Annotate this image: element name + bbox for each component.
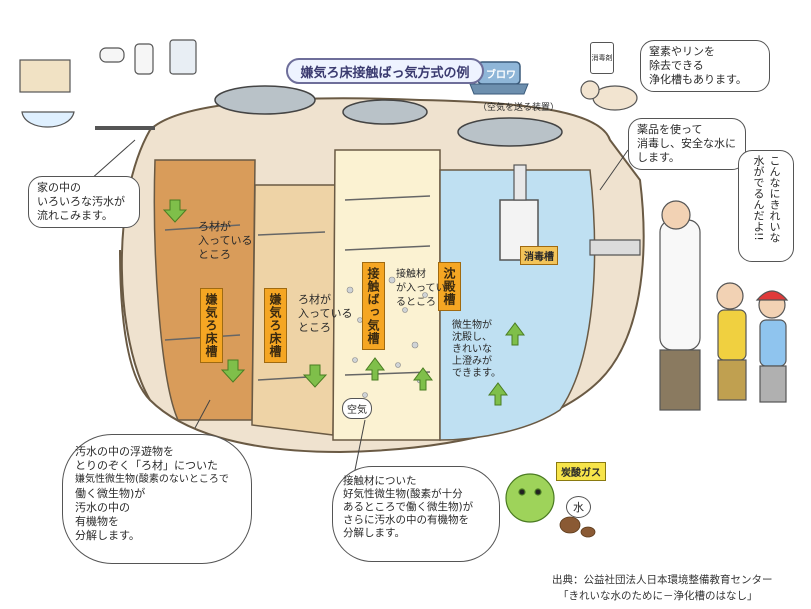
clean-water-speech: こんなにきれいな 水がでるんだよ!!	[738, 150, 794, 262]
chemical-bottle: 消毒剤	[590, 42, 614, 74]
manhole-cover-1	[214, 85, 316, 115]
household-fixtures	[19, 39, 197, 128]
disinfect-callout: 薬品を使って消毒し、安全な水にします。	[628, 118, 746, 170]
manhole-cover-2	[342, 99, 428, 125]
aerobic-microbe	[505, 473, 555, 523]
contact-note: 接触材が入っているところ	[396, 269, 446, 308]
scientist-figure	[659, 200, 701, 411]
filter-note-1: ろ材が入っているところ	[198, 220, 253, 261]
chamber-4	[439, 169, 596, 441]
manhole-cover-3	[457, 117, 563, 147]
co2-badge: 炭酸ガス	[556, 462, 606, 481]
inflow-callout: 家の中のいろいろな汚水が流れこみます。	[28, 176, 140, 228]
filter-note-2: ろ材が入っているところ	[298, 293, 353, 334]
air-label: 空気	[342, 398, 372, 419]
blower-caption: （空気を送る装置）	[478, 103, 560, 113]
settling-note: 微生物が沈殿し、きれいな上澄みができます。	[452, 320, 501, 379]
blower-label: ブロワ	[486, 70, 516, 81]
source-credit-1: 出典：公益社団法人日本環境整備教育センター	[552, 574, 773, 586]
flow-arrows	[162, 199, 525, 406]
tank-label-4: 沈殿槽	[438, 262, 461, 311]
children-figures	[716, 282, 789, 403]
tank-label-5: 消毒槽	[520, 246, 558, 265]
outlet-pipe	[589, 239, 641, 256]
diagram-title: 嫌気ろ床接触ばっ気方式の例	[286, 58, 484, 84]
tank-label-1: 嫌気ろ床槽	[200, 288, 223, 363]
tank-label-2: 嫌気ろ床槽	[264, 288, 287, 363]
dog-figure	[580, 80, 638, 111]
tank-label-3: 接触ばっ気槽	[362, 262, 385, 350]
anaerobic-callout: 汚水の中の浮遊物を とりのぞく「ろ材」についた 嫌気性微生物(酸素のないところで…	[62, 434, 252, 564]
aerobic-callout: 接触材についた 好気性微生物(酸素が十分 あるところで働く微生物)が さらに汚水…	[332, 466, 500, 562]
water-badge: 水	[566, 496, 591, 518]
source-credit-2: 「きれいな水のために－浄化槽のはなし」	[558, 590, 758, 602]
nitrogen-callout: 窒素やリンを除去できる浄化槽もあります。	[640, 40, 770, 92]
